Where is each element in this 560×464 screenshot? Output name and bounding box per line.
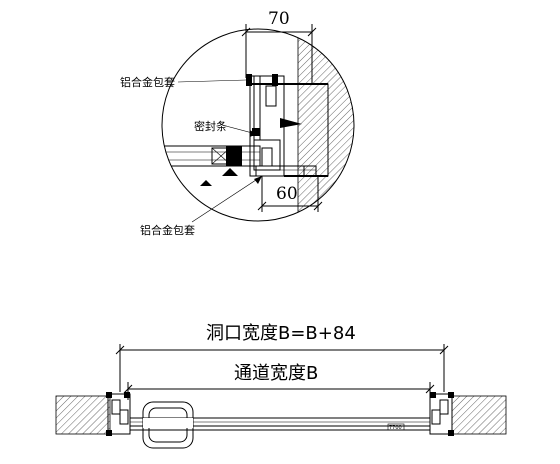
detail-section-content	[162, 29, 354, 221]
callout-seal: 密封条	[194, 119, 257, 137]
callout-top-left: 铝合金包套	[120, 75, 247, 89]
seal-strip	[280, 118, 302, 128]
aluminum-frame-profile	[249, 75, 285, 177]
callout-top-left-label: 铝合金包套	[120, 75, 175, 89]
door-leaf-mark: 7700	[389, 425, 402, 431]
dimension-bottom: 60	[257, 176, 323, 212]
dimension-bottom-value: 60	[276, 184, 298, 204]
left-wall	[55, 395, 111, 435]
right-frame	[429, 392, 454, 436]
opening-width-dimension: 洞口宽度B=B+84	[115, 323, 449, 392]
dimension-top-value: 70	[268, 9, 290, 29]
opening-width-label: 洞口宽度B=B+84	[206, 323, 356, 344]
door-panel-section	[162, 145, 261, 167]
passage-width-label: 通道宽度B	[234, 363, 318, 384]
left-frame	[106, 392, 131, 436]
callout-bottom-left: 铝合金包套	[140, 175, 263, 237]
right-wall	[451, 395, 507, 435]
callout-seal-label: 密封条	[194, 119, 227, 133]
passage-width-dimension: 通道宽度B	[123, 363, 435, 400]
door-handle	[130, 401, 430, 449]
callout-bottom-left-label: 铝合金包套	[140, 223, 195, 237]
dimension-top: 70	[241, 9, 317, 84]
detail-circle-group: 70 60 铝合金包套 密封条 铝合金包套	[120, 9, 355, 237]
